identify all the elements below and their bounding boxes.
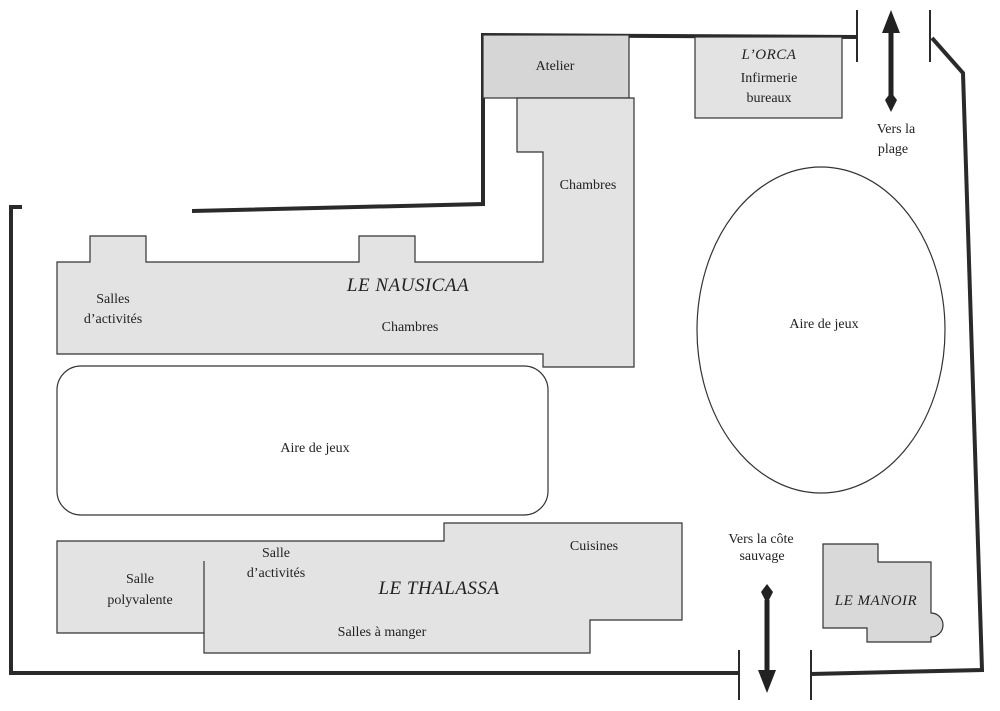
thalassa-activities-line1: Salle: [262, 546, 290, 561]
exit-coast-line1: Vers la côte: [728, 532, 793, 547]
nausicaa-rooms-main: Chambres: [382, 320, 439, 335]
nausicaa-shape: [56, 97, 635, 368]
nausicaa-activities-line2: d’activités: [84, 312, 142, 327]
thalassa-shape: [56, 522, 683, 654]
play-area-rect-label: Aire de jeux: [280, 441, 349, 456]
orca-name: L’ORCA: [741, 47, 797, 63]
arrow-up-icon: [882, 10, 900, 112]
nausicaa-rooms-wing: Chambres: [560, 178, 617, 193]
play-area-oval-shape: [696, 166, 946, 494]
thalassa-kitchen-label: Cuisines: [570, 539, 618, 554]
thalassa-name: LE THALASSA: [377, 578, 499, 599]
atelier-label: Atelier: [536, 59, 575, 74]
thalassa-dining-label: Salles à manger: [338, 625, 427, 640]
wall-top-left: [191, 32, 858, 213]
perimeter-wall: [9, 32, 985, 676]
building-nausicaa: LE NAUSICAA Salles d’activités Chambres …: [56, 97, 635, 368]
play-area-rectangle: Aire de jeux: [56, 365, 549, 516]
arrow-down-icon: [758, 584, 776, 693]
play-area-oval: Aire de jeux: [696, 166, 946, 494]
orca-infirmary-label: Infirmerie: [741, 71, 798, 86]
wall-right: [810, 36, 985, 676]
exit-coast-line2: sauvage: [739, 549, 784, 564]
exit-coast: Vers la côte sauvage: [728, 532, 794, 693]
gate-posts: [738, 10, 931, 700]
play-area-rect-shape: [56, 365, 549, 516]
manoir-name: LE MANOIR: [834, 593, 917, 609]
nausicaa-activities-line1: Salles: [96, 292, 129, 307]
exit-beach: Vers la plage: [877, 10, 916, 157]
thalassa-hall-line1: Salle: [126, 572, 154, 587]
wall-left-bottom: [9, 205, 739, 675]
play-area-oval-label: Aire de jeux: [789, 317, 858, 332]
thalassa-hall-line2: polyvalente: [107, 593, 172, 608]
thalassa-activities-line2: d’activités: [247, 566, 305, 581]
exit-beach-line1: Vers la: [877, 122, 916, 137]
building-atelier: Atelier: [482, 34, 630, 99]
building-thalassa: LE THALASSA Salle polyvalente Salle d’ac…: [56, 522, 683, 654]
exit-beach-line2: plage: [878, 142, 908, 157]
nausicaa-name: LE NAUSICAA: [346, 275, 469, 296]
orca-offices-label: bureaux: [746, 91, 791, 106]
building-manoir: LE MANOIR: [822, 543, 944, 643]
manoir-shape: [822, 543, 944, 643]
building-orca: L’ORCA Infirmerie bureaux: [694, 36, 843, 119]
orca-shape: [694, 36, 843, 119]
